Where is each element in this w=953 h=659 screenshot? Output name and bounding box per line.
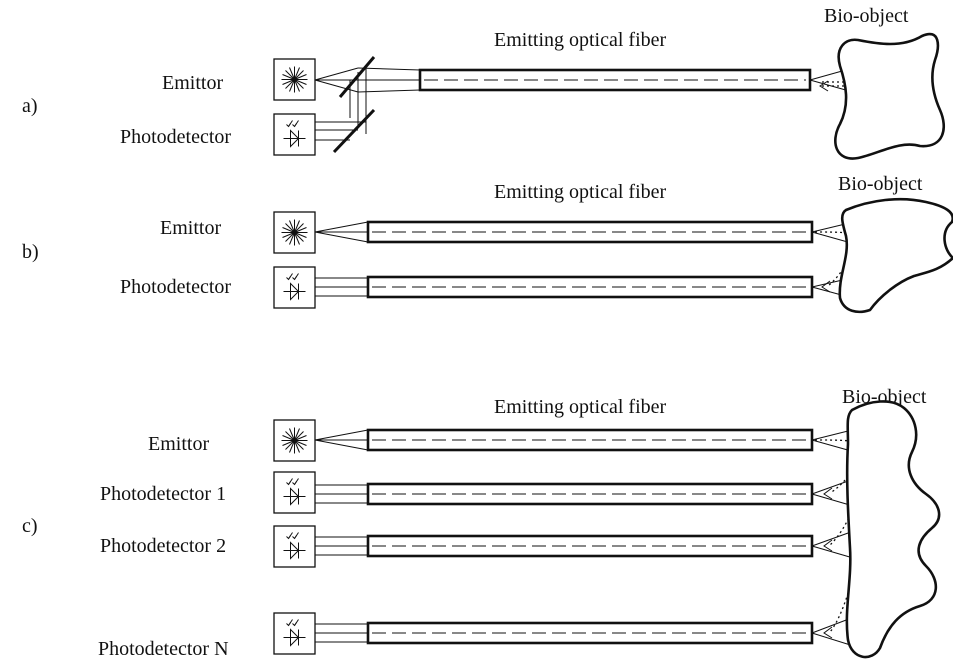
panel-b-emitting-fiber — [366, 220, 814, 244]
panel-a-mirror — [332, 108, 376, 154]
starburst-icon — [281, 66, 308, 93]
photodiode-icon — [283, 120, 306, 148]
panel-c-fiber-label: Emitting optical fiber — [494, 396, 667, 418]
panel-c-fiber-n — [366, 621, 814, 645]
panel-c-detector-1-label: Photodetector 1 — [100, 483, 226, 505]
panel-a-detector-label: Photodetector — [120, 126, 231, 148]
panel-a-emitter-label: Emittor — [162, 72, 223, 94]
panel-a-emitter-box — [273, 58, 316, 101]
panel-c-detector-n-box — [273, 612, 316, 655]
panel-b-collecting-fiber — [366, 275, 814, 299]
panel-b-emitter-box — [273, 211, 316, 254]
photodiode-icon — [283, 532, 306, 560]
panel-b-fiber-label: Emitting optical fiber — [494, 181, 667, 203]
starburst-icon — [281, 219, 308, 246]
photodiode-icon — [283, 619, 306, 647]
panel-c-letter: c) — [22, 515, 38, 537]
panel-c-emitting-fiber — [366, 428, 814, 452]
panel-c-fiber-2 — [366, 534, 814, 558]
panel-a-fiber — [418, 68, 812, 92]
panel-c-bio-object — [845, 400, 941, 659]
panel-b-detector-box — [273, 266, 316, 309]
panel-c-detector-n-label: Photodetector N — [98, 638, 229, 659]
panel-b-bio-object — [838, 197, 953, 314]
panel-a-detector-box — [273, 113, 316, 156]
panel-c-detector-2-label: Photodetector 2 — [100, 535, 226, 557]
panel-c: c) Emitting optical fiber Bio-object Emi… — [22, 386, 941, 659]
panel-a-letter: a) — [22, 95, 38, 117]
panel-a-bio-object — [834, 32, 946, 160]
panel-b-detector-label: Photodetector — [120, 276, 231, 298]
panel-b-bio-label: Bio-object — [838, 173, 923, 195]
panel-a-fiber-label: Emitting optical fiber — [494, 29, 667, 51]
panel-a-bio-label: Bio-object — [824, 5, 909, 27]
photodiode-icon — [283, 273, 306, 301]
panel-c-emitter-box — [273, 419, 316, 462]
panel-c-bio-label: Bio-object — [842, 386, 927, 408]
panel-c-detector-1-box — [273, 471, 316, 514]
panel-a-beam-splitter — [338, 56, 376, 98]
starburst-icon — [281, 427, 308, 454]
panel-b: b) Emitting optical fiber Bio-object Emi… — [22, 173, 953, 314]
panel-c-fiber-1 — [366, 482, 814, 506]
panel-b-emitter-label: Emittor — [160, 217, 221, 239]
panel-c-detector-2-box — [273, 525, 316, 568]
panel-c-emitter-label: Emittor — [148, 433, 209, 455]
photodiode-icon — [283, 478, 306, 506]
panel-b-letter: b) — [22, 241, 39, 263]
panel-a: a) Emitting optical fiber Bio-object Emi… — [22, 5, 946, 160]
